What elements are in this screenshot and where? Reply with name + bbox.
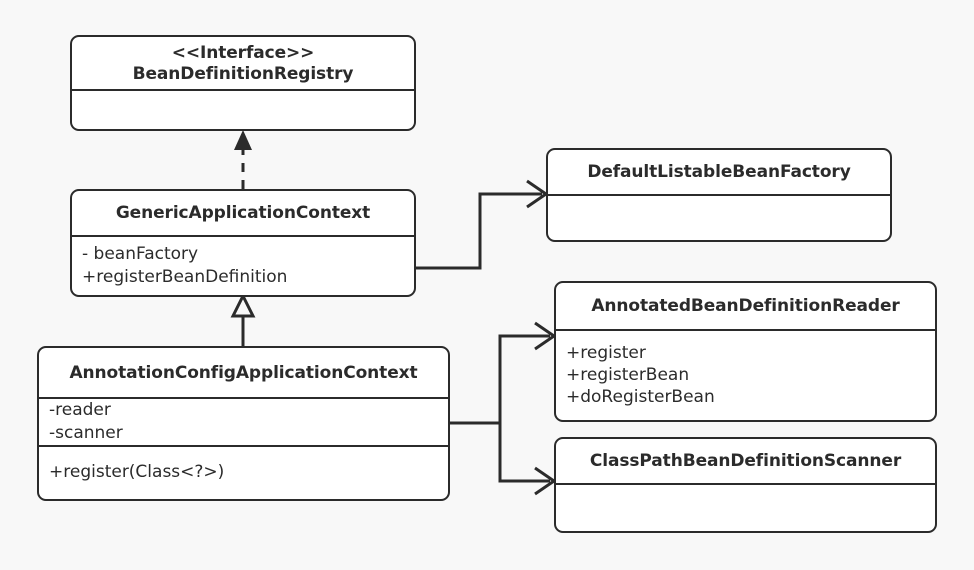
class-member: +register — [566, 342, 646, 363]
class-operation: +register(Class<?>) — [49, 462, 225, 483]
class-name: ClassPathBeanDefinitionScanner — [589, 451, 902, 472]
association-polyline — [450, 334, 550, 425]
class-name: AnnotatedBeanDefinitionReader — [591, 296, 900, 317]
class-box-annotated-bean-definition-reader[interactable]: AnnotatedBeanDefinitionReader +register … — [554, 281, 937, 422]
realization-generic-to-registry — [234, 130, 252, 189]
class-title-class-path-bean-definition-scanner: ClassPathBeanDefinitionScanner — [556, 439, 935, 483]
class-member: +doRegisterBean — [566, 387, 715, 408]
class-member: +registerBean — [566, 364, 690, 385]
class-name: DefaultListableBeanFactory — [587, 162, 851, 183]
class-operations-annotation-config-application-context: +register(Class<?>) — [39, 445, 448, 499]
hollow-triangle-arrowhead — [230, 292, 256, 318]
class-box-class-path-bean-definition-scanner[interactable]: ClassPathBeanDefinitionScanner — [554, 437, 937, 533]
class-body-generic-application-context: - beanFactory +registerBeanDefinition — [72, 235, 414, 295]
class-box-bean-definition-registry[interactable]: <<Interface>> BeanDefinitionRegistry — [70, 35, 416, 131]
association-generic-to-factory — [415, 179, 549, 270]
class-title-annotated-bean-definition-reader: AnnotatedBeanDefinitionReader — [556, 283, 935, 329]
class-name: BeanDefinitionRegistry — [132, 63, 354, 84]
class-body-class-path-bean-definition-scanner — [556, 483, 935, 531]
open-arrowhead — [534, 321, 557, 351]
class-box-generic-application-context[interactable]: GenericApplicationContext - beanFactory … — [70, 189, 416, 297]
association-annotationconfig-to-reader — [450, 321, 557, 425]
class-box-default-listable-bean-factory[interactable]: DefaultListableBeanFactory — [546, 148, 892, 242]
association-polyline — [415, 192, 542, 270]
class-body-default-listable-bean-factory — [548, 194, 890, 240]
class-stereotype: <<Interface>> — [171, 43, 315, 64]
class-attribute: -scanner — [49, 422, 123, 443]
class-attributes-annotation-config-application-context: -reader -scanner — [39, 397, 448, 445]
class-attribute: -reader — [49, 400, 111, 421]
association-polyline — [450, 421, 550, 483]
class-title-default-listable-bean-factory: DefaultListableBeanFactory — [548, 150, 890, 194]
association-annotationconfig-to-scanner — [450, 421, 557, 496]
class-body-annotated-bean-definition-reader: +register +registerBean +doRegisterBean — [556, 329, 935, 420]
open-arrowhead — [526, 179, 549, 209]
class-member: +registerBeanDefinition — [82, 266, 288, 287]
class-name: GenericApplicationContext — [115, 203, 371, 224]
class-title-bean-definition-registry: <<Interface>> BeanDefinitionRegistry — [72, 37, 414, 89]
class-body-bean-definition-registry — [72, 89, 414, 129]
class-title-generic-application-context: GenericApplicationContext — [72, 191, 414, 235]
class-member: - beanFactory — [82, 244, 199, 265]
class-name: AnnotationConfigApplicationContext — [69, 362, 418, 383]
class-title-annotation-config-application-context: AnnotationConfigApplicationContext — [39, 348, 448, 397]
generalization-annotationconfig-to-generic — [230, 292, 256, 346]
class-box-annotation-config-application-context[interactable]: AnnotationConfigApplicationContext -read… — [37, 346, 450, 501]
filled-triangle-arrowhead — [234, 130, 252, 150]
open-arrowhead — [534, 466, 557, 496]
